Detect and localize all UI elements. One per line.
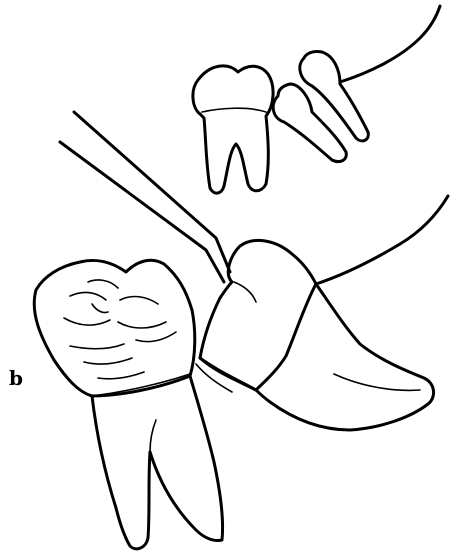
molar-cej: [92, 374, 190, 396]
thumb: [256, 284, 434, 430]
crown-shading-1: [70, 344, 124, 349]
molar-root-distal: [150, 376, 223, 541]
palm: [316, 196, 448, 284]
occlusal-fissure-4: [64, 318, 110, 325]
molar-root-mesial: [92, 396, 150, 549]
thumb-crease: [334, 374, 420, 390]
inset-premolar-1: [273, 84, 346, 162]
inset-molar: [193, 66, 273, 193]
finger-nail: [234, 282, 256, 302]
finger-tip: [200, 240, 316, 390]
occlusal-fissure-2: [88, 280, 118, 288]
inset-dentition: [193, 6, 440, 193]
inset-elevator: [340, 6, 440, 82]
inset-molar-cej: [202, 108, 266, 112]
extracted-molar: [34, 260, 222, 549]
occlusal-fissure-3: [120, 297, 158, 304]
panel-label: b: [9, 366, 23, 390]
molar-furcation: [150, 420, 156, 452]
crown-shading-3: [136, 332, 176, 342]
occlusal-fissure-5: [118, 322, 166, 328]
crown-shading-2: [84, 358, 132, 364]
occlusal-fissure-1: [70, 293, 106, 300]
hand: [196, 196, 448, 430]
molar-crown: [34, 260, 195, 396]
crown-shading-4: [98, 372, 144, 379]
occlusal-fissure-6: [92, 304, 108, 313]
inset-premolar-2: [300, 51, 368, 140]
